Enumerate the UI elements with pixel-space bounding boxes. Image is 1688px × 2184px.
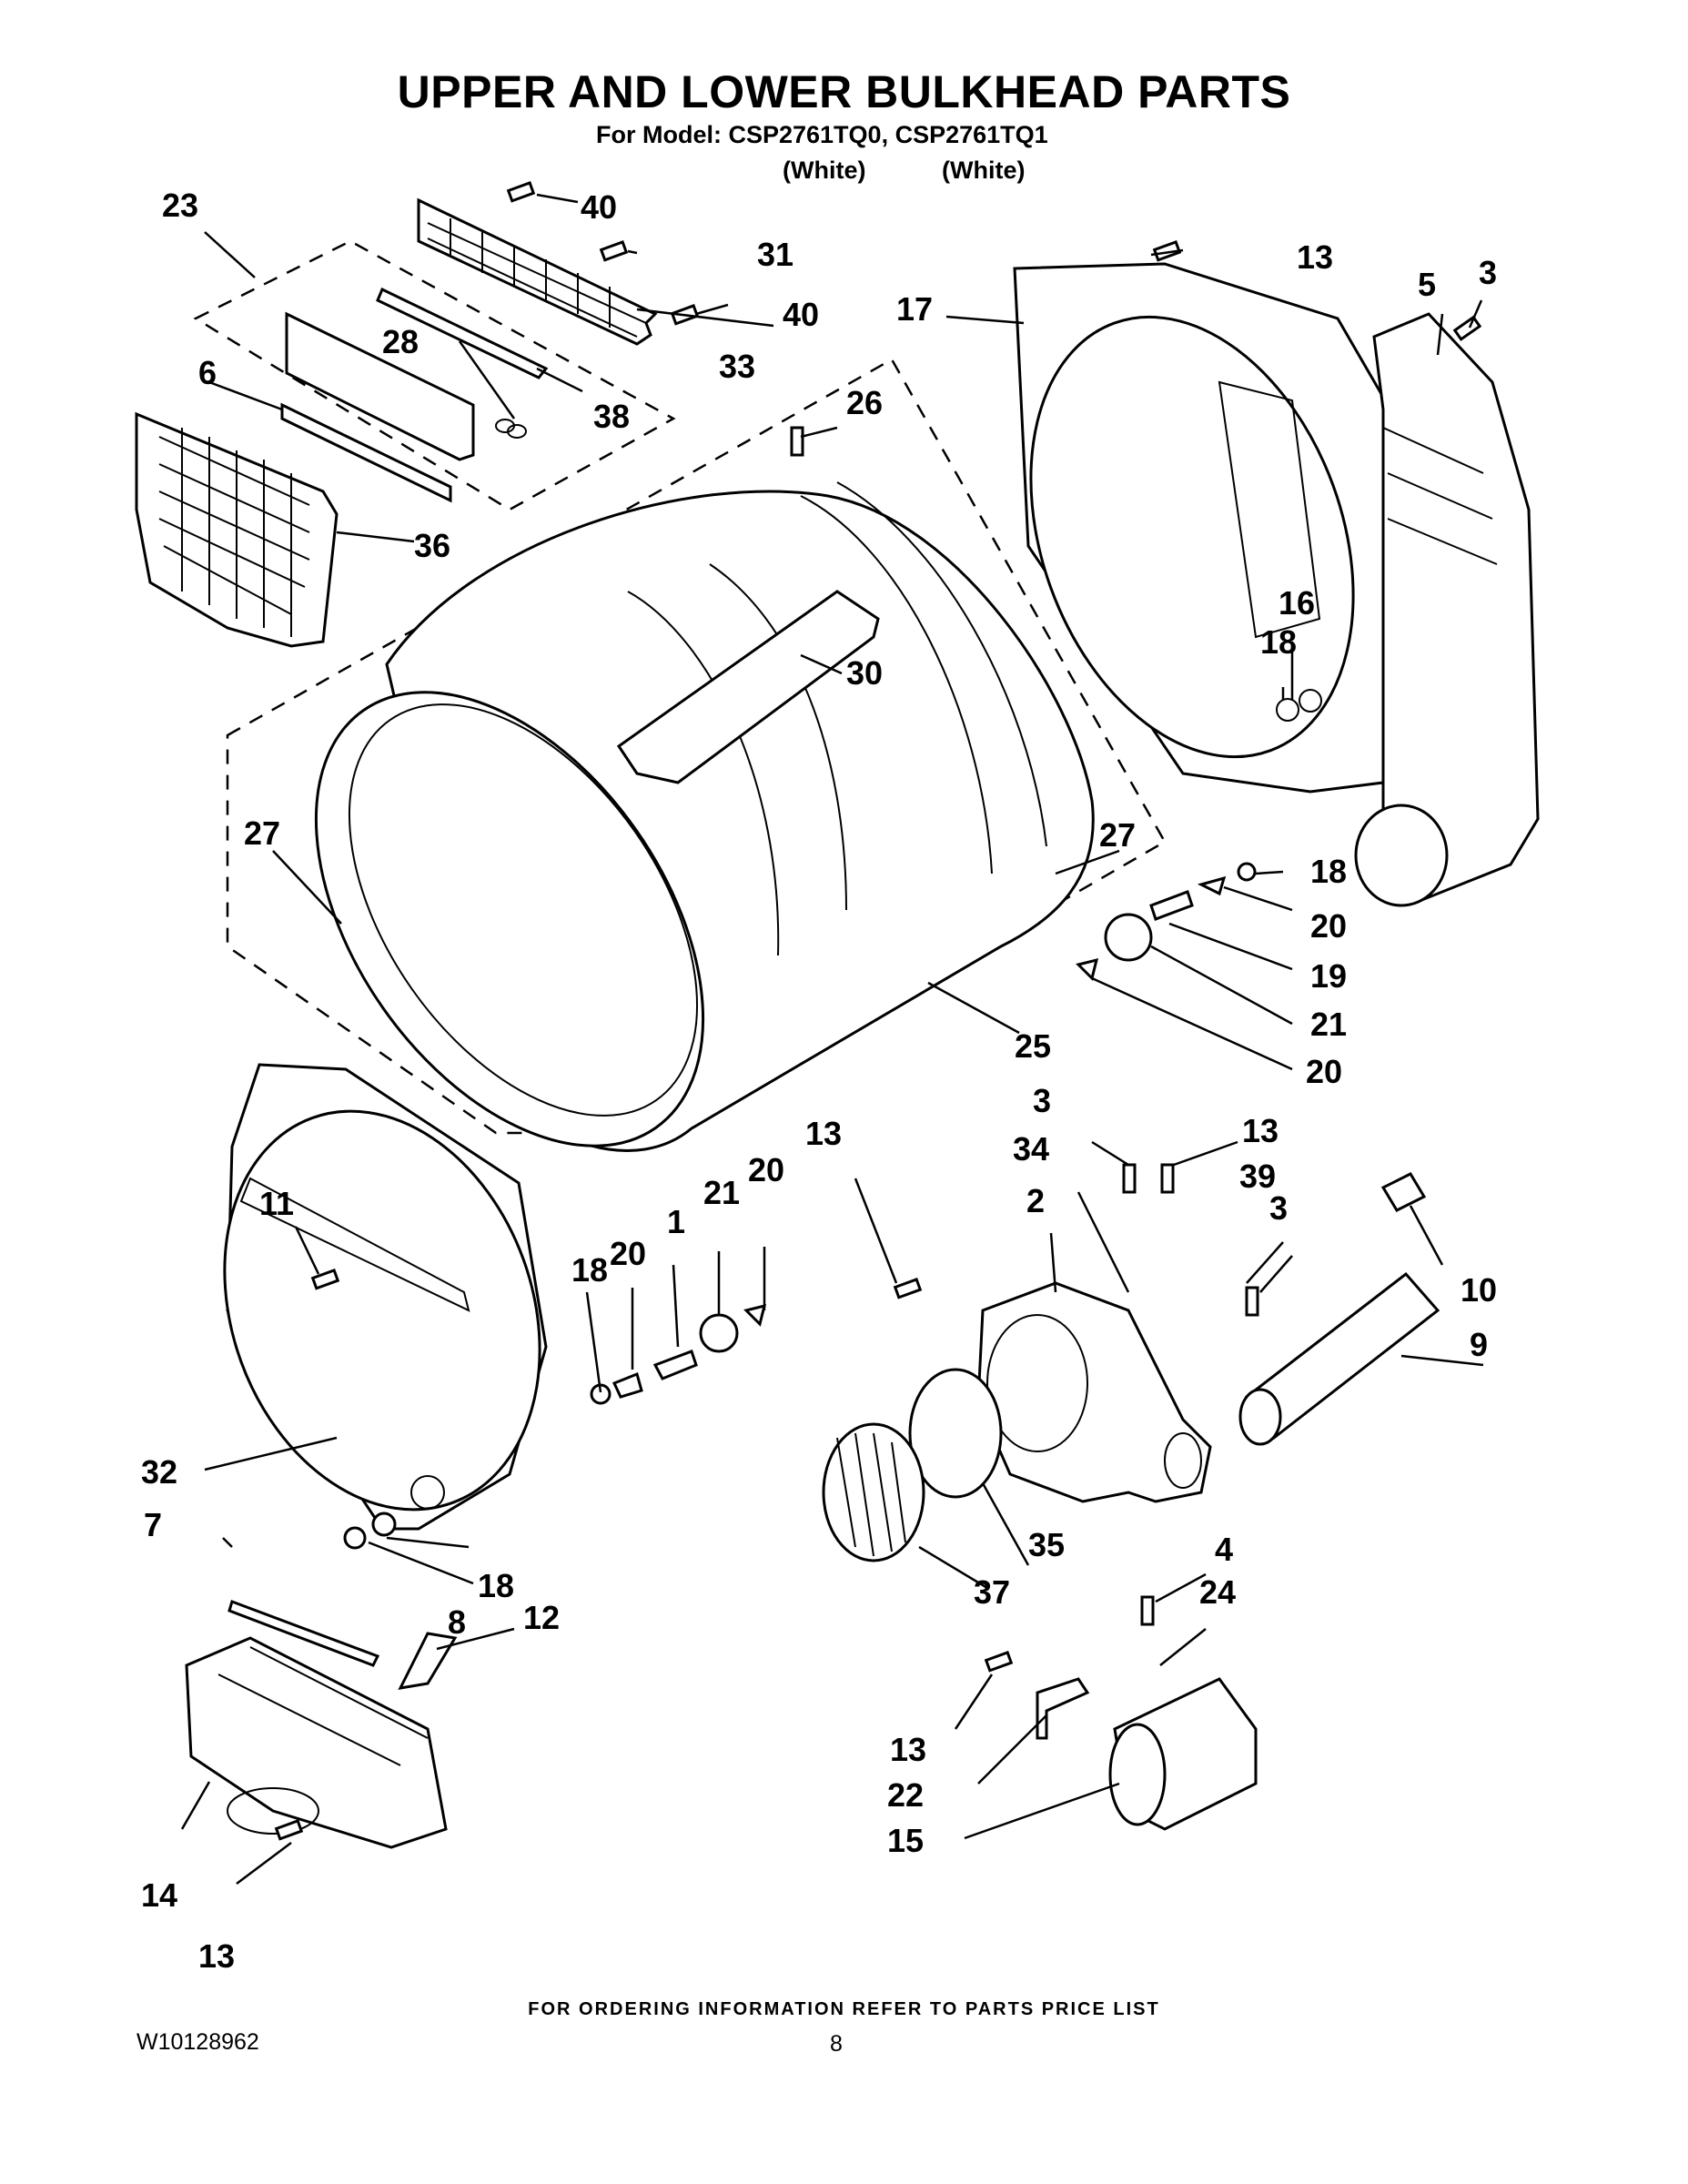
callout-18b: 18 [1310, 853, 1347, 890]
callout-31: 31 [757, 236, 793, 273]
callout-28: 28 [382, 323, 419, 360]
guide-rod-part [376, 287, 549, 379]
callout-18a: 18 [1260, 623, 1297, 661]
callout-11: 11 [259, 1185, 294, 1222]
bracket-22-part [1036, 1677, 1090, 1740]
callout-18c: 18 [478, 1567, 514, 1604]
callout-24: 24 [1199, 1573, 1236, 1611]
callout-33: 33 [719, 348, 755, 385]
ordering-note: FOR ORDERING INFORMATION REFER TO PARTS … [528, 1999, 1160, 2019]
callout-40b: 40 [783, 296, 819, 333]
screen-seal-part [280, 402, 452, 503]
callout-3a: 3 [1479, 254, 1497, 291]
upper-bracket-part [285, 311, 475, 461]
motor-cover-part [1108, 1677, 1258, 1831]
blower-wheel-part [822, 1422, 925, 1562]
callout-3b: 3 [1033, 1082, 1051, 1119]
callout-26: 26 [846, 384, 883, 421]
callout-16: 16 [1279, 584, 1315, 622]
variant-label-2: (White) [942, 157, 1026, 184]
callout-34: 34 [1013, 1130, 1049, 1168]
callout-21a: 21 [1310, 1006, 1347, 1043]
callout-14: 14 [141, 1876, 177, 1914]
callout-15: 15 [887, 1822, 924, 1859]
callout-13b: 13 [198, 1937, 235, 1975]
callout-13e: 13 [890, 1731, 926, 1768]
callout-27b: 27 [1099, 816, 1136, 854]
callout-19: 19 [1310, 957, 1347, 995]
callout-21b: 21 [703, 1174, 740, 1211]
callout-36: 36 [414, 527, 450, 564]
front-bulkhead-part [223, 1063, 548, 1531]
callout-4: 4 [1215, 1531, 1233, 1568]
callout-20b: 20 [1306, 1053, 1342, 1090]
model-line: For Model: CSP2761TQ0, CSP2761TQ1 [596, 121, 1048, 148]
exhaust-tube-part [1238, 1271, 1440, 1446]
callout-12: 12 [523, 1599, 560, 1636]
leader-lines [180, 193, 1484, 1885]
callout-10: 10 [1461, 1271, 1497, 1309]
callout-27a: 27 [244, 814, 280, 852]
callout-40a: 40 [581, 188, 617, 226]
lint-trap-housing-part [185, 1636, 448, 1849]
upper-group-outline [193, 239, 676, 511]
callout-38: 38 [593, 398, 630, 435]
lint-screen-part [135, 411, 339, 648]
callout-37: 37 [974, 1573, 1010, 1611]
callout-30: 30 [846, 654, 883, 692]
callout-22: 22 [887, 1776, 924, 1814]
callout-20a: 20 [1310, 907, 1347, 945]
callout-17: 17 [896, 290, 933, 328]
callout-13d: 13 [1242, 1112, 1279, 1149]
bracket-12-part [398, 1632, 458, 1690]
rear-bulkhead-part [1013, 262, 1390, 794]
seal-strip-part [227, 1600, 380, 1667]
callout-13c: 13 [805, 1115, 842, 1152]
callout-32: 32 [141, 1453, 177, 1491]
lint-grille-part [417, 197, 658, 346]
page-number: 8 [830, 2031, 843, 2057]
callout-3c: 3 [1269, 1189, 1288, 1227]
callout-18d: 18 [571, 1251, 608, 1289]
rear-bearing-kit [1076, 862, 1257, 981]
callout-1: 1 [667, 1203, 685, 1240]
callout-25: 25 [1015, 1027, 1051, 1065]
callout-20d: 20 [748, 1151, 784, 1188]
clip-10-part [1380, 1172, 1427, 1212]
blower-housing-part [976, 1281, 1212, 1503]
part-callouts: 23 40 31 40 33 28 38 6 36 26 30 27 27 25… [141, 187, 1497, 1975]
spring-part [495, 419, 527, 439]
callout-13a: 13 [1297, 238, 1333, 276]
page-title: UPPER AND LOWER BULKHEAD PARTS [397, 66, 1291, 117]
variant-label-1: (White) [783, 157, 866, 184]
callout-39: 39 [1239, 1158, 1276, 1195]
callout-9: 9 [1470, 1326, 1488, 1363]
exhaust-duct-part [1354, 312, 1540, 907]
callout-23: 23 [162, 187, 198, 224]
screw-icons [274, 180, 1482, 1841]
callout-7: 7 [144, 1506, 162, 1543]
drum-part [226, 358, 1167, 1152]
document-id: W10128962 [136, 2029, 259, 2055]
blower-gasket-part [908, 1368, 1003, 1499]
callout-35: 35 [1028, 1526, 1065, 1563]
callout-6: 6 [198, 354, 217, 391]
callout-2: 2 [1026, 1182, 1045, 1219]
callout-5: 5 [1418, 266, 1436, 303]
callout-20c: 20 [610, 1235, 646, 1272]
front-bearing-kit [343, 1303, 767, 1550]
callout-8: 8 [448, 1603, 466, 1641]
